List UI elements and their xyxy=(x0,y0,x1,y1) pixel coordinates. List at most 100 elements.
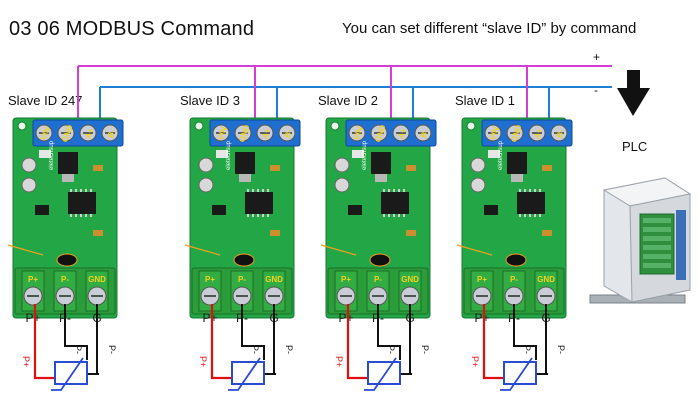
rtd-sensor-slash xyxy=(51,357,84,391)
rtd-sensor-slash xyxy=(228,357,261,391)
sensor-wire-red xyxy=(210,304,232,380)
pcb-silk-label: P+ xyxy=(338,311,353,325)
pin-label-top: VIN xyxy=(39,126,52,142)
pin-label-top: B- xyxy=(555,128,566,139)
plc-terminal-row xyxy=(643,227,671,232)
terminal-housing xyxy=(32,119,124,147)
chip-pin xyxy=(80,214,82,217)
sensor-wire-red xyxy=(346,304,368,380)
chip-pin xyxy=(529,214,531,217)
plc-arrow-shaft xyxy=(627,70,640,88)
smd-part xyxy=(216,150,228,158)
regulator-chip xyxy=(507,152,527,174)
chip-pin xyxy=(383,189,385,192)
pin-label-bottom: P+ xyxy=(477,275,487,284)
slave-label-2: Slave ID 2 xyxy=(318,93,378,108)
chip-pin xyxy=(267,189,269,192)
slave-label-247: Slave ID 247 xyxy=(8,93,83,108)
sensor-wire-red xyxy=(482,304,504,380)
bead-component xyxy=(505,253,527,267)
microcontroller-chip xyxy=(517,192,545,214)
chip-pin xyxy=(262,214,264,217)
page-subtitle: You can set different “slave ID” by comm… xyxy=(342,20,637,37)
chip-pin xyxy=(262,189,264,192)
sensor-pin-label: P- xyxy=(386,345,396,354)
orange-wire xyxy=(456,244,493,256)
resistor xyxy=(270,230,280,236)
resistor xyxy=(270,165,280,171)
regulator-chip xyxy=(58,152,78,174)
slave-label-3: Slave ID 3 xyxy=(180,93,240,108)
pin-label-top: B- xyxy=(106,128,117,139)
regulator-chip xyxy=(371,152,391,174)
chip-pin xyxy=(257,189,259,192)
small-chip xyxy=(348,205,362,215)
bottom-terminal-block: P+P-GND xyxy=(463,267,565,315)
microcontroller-chip xyxy=(245,192,273,214)
pin-label-top: A+ xyxy=(260,127,272,140)
bead-component xyxy=(369,253,391,267)
sensor-pin-label: P- xyxy=(284,345,294,354)
sensor-pin-label: P- xyxy=(556,345,566,354)
capacitor xyxy=(334,157,350,173)
resistor xyxy=(542,165,552,171)
rtd-sensor xyxy=(54,361,88,385)
brand-silkscreen: eletechsup xyxy=(49,140,55,170)
sensor-pin-label: P- xyxy=(250,345,260,354)
chip-pin xyxy=(519,214,521,217)
chip-pin xyxy=(539,214,541,217)
sensor-pin-label: P- xyxy=(420,345,430,354)
chip-pin xyxy=(534,189,536,192)
chip-pin xyxy=(252,189,254,192)
chip-pin xyxy=(267,214,269,217)
regulator-chip xyxy=(235,152,255,174)
rtd-sensor xyxy=(367,361,401,385)
smd-part xyxy=(488,150,500,158)
chip-pin xyxy=(85,214,87,217)
chip-pin xyxy=(393,214,395,217)
bus-plus-sign: + xyxy=(593,50,601,64)
chip-pin xyxy=(247,214,249,217)
sensor-wire-red xyxy=(33,304,55,380)
brand-silkscreen: eletechsup xyxy=(498,140,504,170)
mounting-hole xyxy=(330,121,340,131)
capacitor xyxy=(334,177,350,193)
capacitor xyxy=(470,157,486,173)
plc-device xyxy=(589,177,692,304)
chip-pin xyxy=(75,214,77,217)
capacitor xyxy=(470,177,486,193)
pin-label-top: B- xyxy=(283,128,294,139)
chip-pin xyxy=(388,214,390,217)
mounting-hole xyxy=(17,121,27,131)
chip-pin xyxy=(85,189,87,192)
chip-pin xyxy=(534,214,536,217)
chip-pin xyxy=(398,189,400,192)
orange-wire xyxy=(184,244,221,256)
sensor-pin-label: P- xyxy=(107,345,117,354)
resistor xyxy=(542,230,552,236)
pin-label-top: VIN xyxy=(216,126,229,142)
chip-pin xyxy=(529,189,531,192)
sensor-pin-label: P+ xyxy=(21,356,31,367)
chip-pin xyxy=(388,189,390,192)
microcontroller-chip xyxy=(381,192,409,214)
resistor xyxy=(93,165,103,171)
plc-arrow-head xyxy=(617,88,650,116)
regulator-tab xyxy=(62,174,74,182)
orange-wire xyxy=(7,244,44,256)
chip-pin xyxy=(80,189,82,192)
plc-terminal-row xyxy=(643,263,671,268)
pin-label-bottom: P+ xyxy=(28,275,38,284)
pin-label-bottom: P- xyxy=(374,275,382,284)
pin-label-bottom: GND xyxy=(401,275,419,284)
sensor-pin-label: P- xyxy=(522,345,532,354)
pin-label-top: B- xyxy=(419,128,430,139)
chip-pin xyxy=(252,214,254,217)
resistor xyxy=(406,165,416,171)
sensor-wire-black xyxy=(241,304,265,360)
plc-terminal-row xyxy=(643,254,671,259)
